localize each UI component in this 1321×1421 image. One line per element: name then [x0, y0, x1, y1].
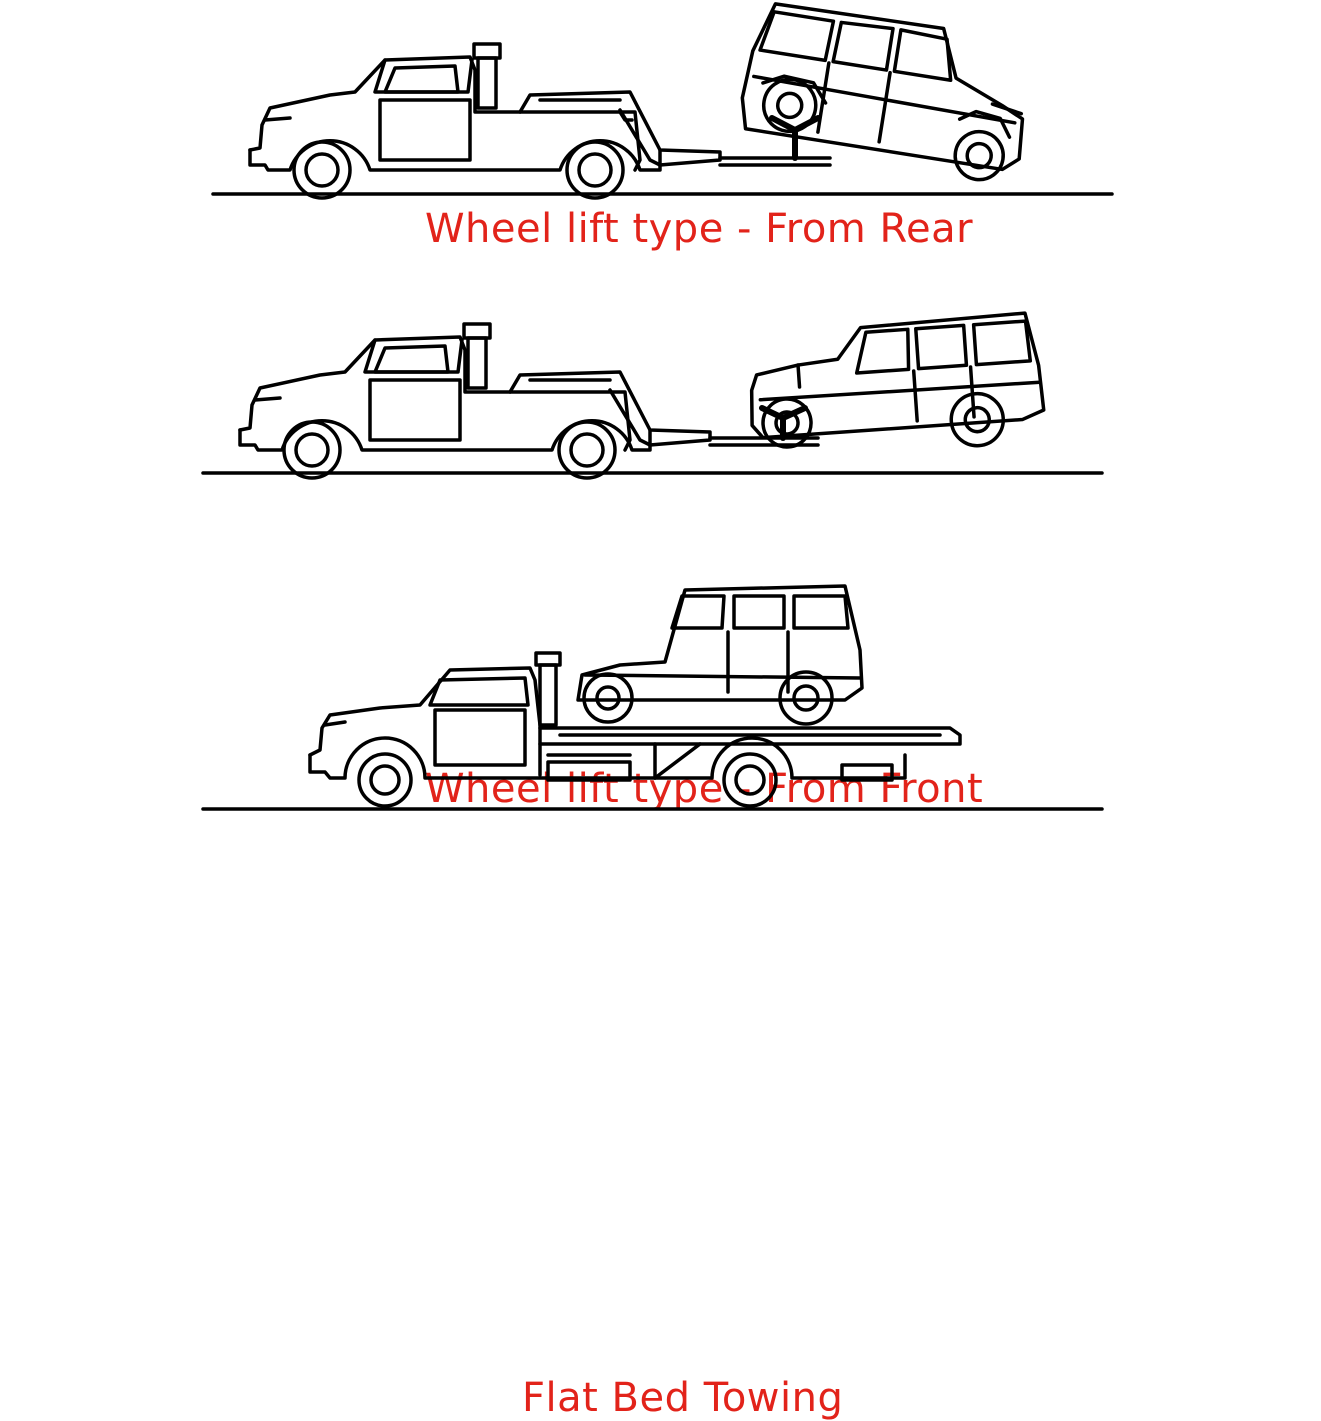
caption-wheel-lift-rear: Wheel lift type - From Rear — [425, 206, 974, 252]
tow-truck-icon — [238, 322, 820, 480]
panel-wheel-lift-rear: Wheel lift type - From Rear — [0, 0, 1321, 280]
wheel-lift-claw-icon — [769, 115, 821, 161]
wheel-lift-front-illustration — [201, 311, 1104, 480]
flatbed-truck-icon — [308, 651, 962, 808]
caption-wheel-lift-front: Wheel lift type - From Front — [425, 766, 984, 812]
carried-suv-icon — [576, 584, 864, 726]
panel-flat-bed: Flat Bed Towing — [0, 560, 1321, 1418]
towed-suv-icon — [749, 311, 1046, 449]
towed-suv-icon — [740, 2, 1025, 182]
wheel-lift-rear-illustration — [211, 2, 1114, 200]
wheel-lift-claw-icon — [759, 405, 808, 441]
caption-flat-bed: Flat Bed Towing — [522, 1375, 844, 1421]
flat-bed-illustration — [201, 584, 1104, 811]
panel-wheel-lift-front: Wheel lift type - From Front — [0, 280, 1321, 809]
tow-truck-icon — [248, 42, 832, 200]
